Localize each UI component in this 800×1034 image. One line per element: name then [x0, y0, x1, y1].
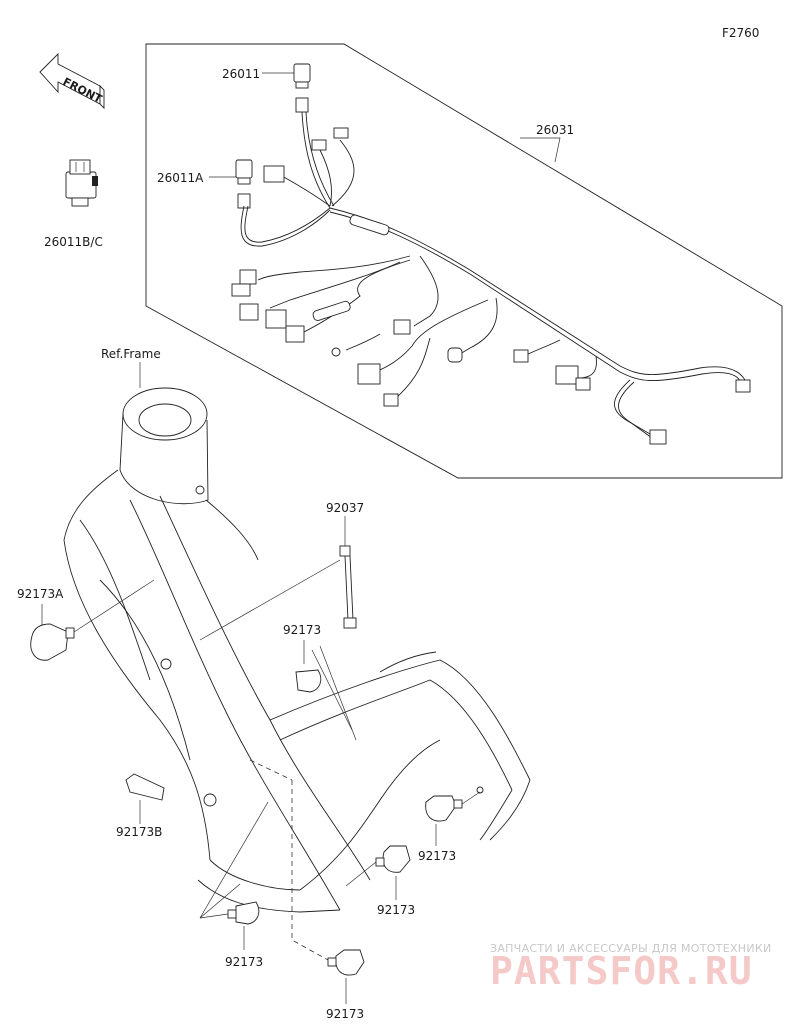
clamp-92173-mid[interactable] — [375, 845, 411, 873]
harness-kit-boundary — [145, 43, 783, 479]
label-92037: 92037 — [326, 501, 364, 515]
front-arrow-icon: FRONT — [39, 52, 105, 110]
label-92173-bottom: 92173 — [326, 1007, 364, 1021]
label-92173-top: 92173 — [283, 623, 321, 637]
label-92173a: 92173A — [17, 587, 64, 601]
harness-connector[interactable] — [357, 363, 381, 385]
connector-26011a[interactable] — [235, 159, 253, 209]
connector-26011bc[interactable] — [65, 159, 98, 207]
harness-connector[interactable] — [555, 365, 591, 391]
clamp-92173a[interactable] — [30, 623, 75, 661]
label-26031: 26031 — [536, 123, 574, 137]
connector-26011[interactable] — [293, 63, 311, 113]
harness-connector[interactable] — [333, 127, 349, 139]
harness-connector[interactable] — [231, 269, 257, 297]
label-26011bc: 26011B/C — [44, 235, 103, 249]
harness-connector[interactable] — [239, 303, 259, 321]
label-ref-frame: Ref.Frame — [101, 347, 161, 361]
main-wiring-harness-26031[interactable] — [240, 111, 749, 439]
harness-connector[interactable] — [311, 139, 327, 151]
diagram-code: F2760 — [722, 26, 759, 40]
label-26011: 26011 — [222, 67, 260, 81]
label-92173-mid: 92173 — [377, 903, 415, 917]
clamp-92173b[interactable] — [125, 773, 165, 801]
harness-connector[interactable] — [447, 347, 463, 363]
harness-connector[interactable] — [735, 379, 751, 393]
harness-connector[interactable] — [285, 325, 305, 343]
harness-connector[interactable] — [513, 349, 529, 363]
clamp-92173-top[interactable] — [295, 669, 322, 693]
harness-connector[interactable] — [649, 429, 667, 445]
clamp-92173-left[interactable] — [227, 901, 260, 925]
bracket-92037[interactable] — [339, 545, 357, 629]
harness-connector[interactable] — [263, 165, 285, 183]
harness-connector[interactable] — [393, 319, 411, 335]
harness-connector[interactable] — [265, 309, 287, 329]
clamp-92173-right[interactable] — [425, 795, 463, 822]
label-92173-left: 92173 — [225, 955, 263, 969]
harness-connector[interactable] — [383, 393, 399, 407]
motorcycle-frame — [63, 387, 531, 913]
label-92173b: 92173B — [116, 825, 162, 839]
label-26011a: 26011A — [157, 171, 204, 185]
clamp-92173-bottom[interactable] — [327, 949, 365, 976]
watermark-tagline: ЗАПЧАСТИ И АКСЕССУАРЫ ДЛЯ МОТОТЕХНИКИ — [490, 942, 772, 955]
watermark-brand: PARTSFOR.RU — [490, 949, 753, 993]
label-92173-right: 92173 — [418, 849, 456, 863]
harness-connector[interactable] — [331, 347, 341, 357]
